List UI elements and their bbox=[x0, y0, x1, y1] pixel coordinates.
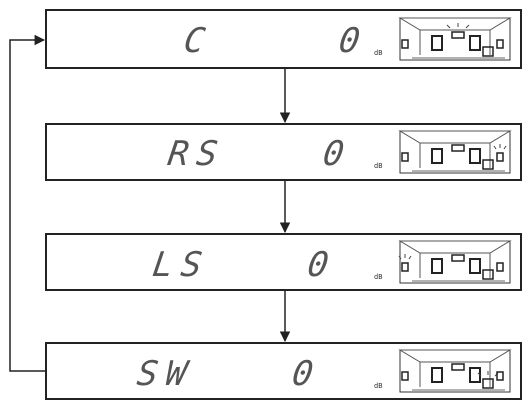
speaker-icon bbox=[496, 262, 504, 272]
speaker-icon bbox=[451, 144, 465, 152]
level-value: 0 bbox=[305, 245, 331, 285]
panel-frame bbox=[45, 233, 522, 291]
level-unit: dB bbox=[374, 382, 382, 390]
speaker-icon bbox=[451, 363, 465, 371]
level-value: 0 bbox=[336, 21, 362, 61]
display-panel-ls: LS 0 dB bbox=[45, 233, 522, 291]
speaker-icon bbox=[401, 262, 409, 272]
speaker-icon bbox=[401, 152, 409, 162]
speaker-icon bbox=[431, 148, 443, 164]
speaker-icon bbox=[431, 367, 443, 383]
level-unit: dB bbox=[374, 49, 382, 57]
room-speaker-layout-icon bbox=[398, 17, 512, 61]
subwoofer-icon bbox=[482, 46, 494, 57]
speaker-icon bbox=[451, 254, 465, 262]
speaker-icon bbox=[451, 31, 465, 39]
loop-back-arrow bbox=[9, 34, 46, 372]
speaker-icon bbox=[401, 371, 409, 381]
speaker-icon bbox=[431, 35, 443, 51]
channel-label: SW bbox=[135, 354, 198, 394]
speaker-icon bbox=[469, 35, 481, 51]
speaker-icon bbox=[469, 148, 481, 164]
display-panel-rs: RS 0 dB bbox=[45, 123, 522, 181]
channel-label: RS bbox=[166, 134, 229, 174]
speaker-icon bbox=[469, 258, 481, 274]
display-panel-sw: SW 0 dB bbox=[45, 342, 522, 400]
speaker-icon bbox=[401, 39, 409, 49]
subwoofer-icon bbox=[482, 378, 494, 389]
room-speaker-layout-icon bbox=[398, 240, 512, 284]
channel-label: C bbox=[181, 21, 215, 61]
level-unit: dB bbox=[374, 273, 382, 281]
subwoofer-icon bbox=[482, 269, 494, 280]
speaker-icon bbox=[496, 39, 504, 49]
room-speaker-layout-icon bbox=[398, 130, 512, 174]
speaker-icon bbox=[431, 258, 443, 274]
channel-label: LS bbox=[150, 245, 213, 285]
display-panel-c: C 0 dB bbox=[45, 9, 522, 69]
panel-frame bbox=[45, 123, 522, 181]
speaker-icon bbox=[496, 371, 504, 381]
room-speaker-layout-icon bbox=[398, 349, 512, 393]
level-value: 0 bbox=[321, 134, 347, 174]
level-unit: dB bbox=[374, 162, 382, 170]
subwoofer-icon bbox=[482, 159, 494, 170]
speaker-icon bbox=[496, 152, 504, 162]
speaker-icon bbox=[469, 367, 481, 383]
panel-frame bbox=[45, 342, 522, 400]
panel-frame bbox=[45, 9, 522, 69]
level-value: 0 bbox=[290, 354, 316, 394]
